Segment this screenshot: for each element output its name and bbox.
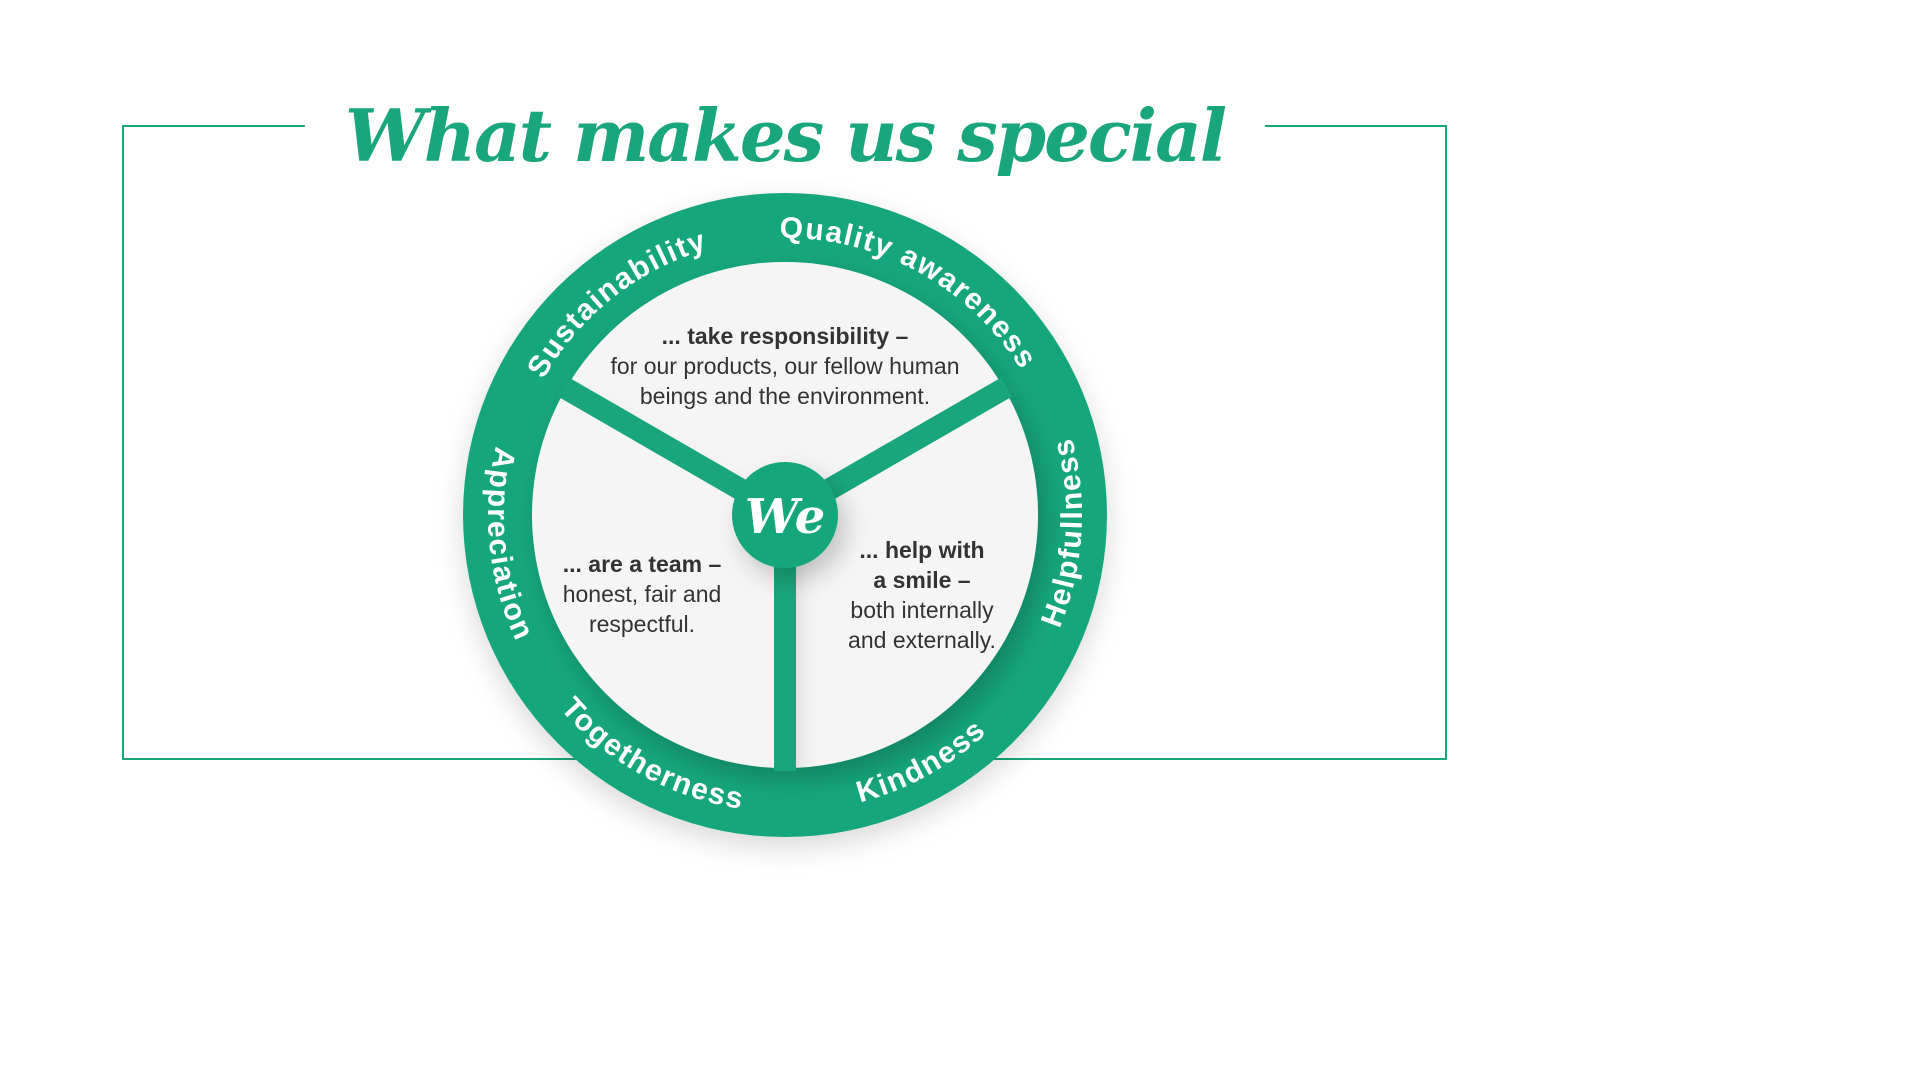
- segment-heading-line: ... are a team –: [562, 551, 722, 577]
- center-we-badge: [732, 462, 838, 568]
- segment-text-smile: ... help with a smile – both internally …: [848, 535, 996, 655]
- segment-body-line: honest, fair and: [562, 581, 722, 607]
- segment-slice-top: [565, 262, 1005, 515]
- segment-heading-line: ... help with: [859, 537, 985, 563]
- segment-body-line: respectful.: [588, 611, 696, 637]
- segment-body-line: both internally: [850, 597, 994, 623]
- segment-body-line: beings and the environment.: [639, 383, 931, 409]
- center-we-label: We: [745, 489, 826, 545]
- page-title: What makes us special: [304, 90, 1266, 182]
- segment-heading-line: a smile –: [873, 567, 971, 593]
- segment-body-line: for our products, our fellow human: [610, 353, 960, 379]
- segment-body-line: and externally.: [848, 627, 996, 653]
- segment-text-responsibility: ... take responsibility – for our produc…: [610, 321, 959, 411]
- segment-text-team: ... are a team – honest, fair and respec…: [563, 549, 722, 639]
- segment-heading-line: ... take responsibility –: [661, 323, 909, 349]
